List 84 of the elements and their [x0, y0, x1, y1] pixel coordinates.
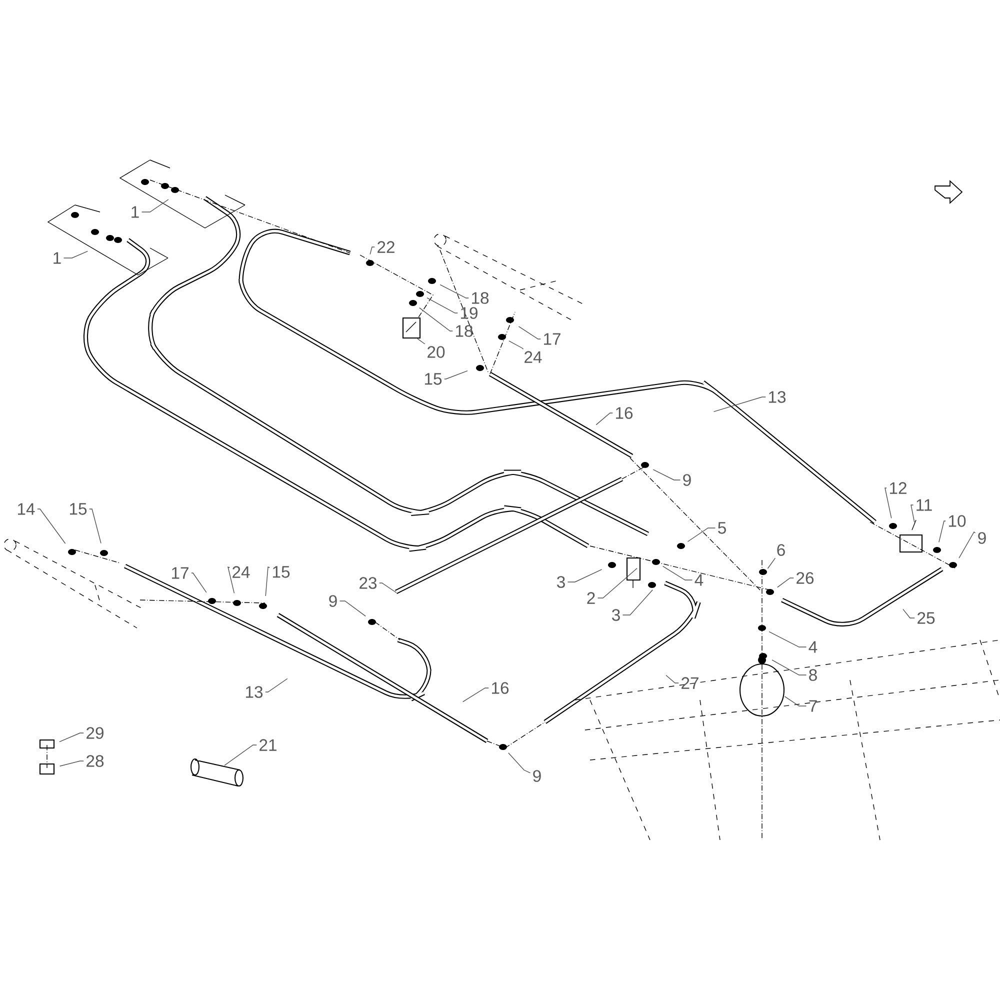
callout-number: 23 [360, 577, 377, 589]
leader-line [622, 590, 653, 616]
leader-line [784, 696, 807, 706]
callout-number: 17 [544, 333, 560, 345]
callout-number: 2 [587, 592, 595, 604]
leader-line [370, 246, 375, 255]
leader-line [63, 250, 88, 258]
leader-line [508, 752, 531, 774]
callout-number: 18 [472, 292, 489, 304]
leader-line [772, 660, 807, 676]
callout-number: 12 [890, 482, 906, 494]
callout-number: 3 [557, 576, 565, 588]
leader-line [767, 558, 776, 569]
callout-number: 1 [54, 252, 61, 264]
callout-number: 17 [172, 567, 188, 579]
callout-number: 4 [694, 574, 704, 586]
leader-line [426, 297, 458, 314]
leader-line [508, 340, 524, 350]
callout-number: 10 [949, 515, 966, 527]
callout-number: 22 [378, 241, 394, 253]
callout-number: 11 [916, 499, 932, 511]
callout-number: 16 [492, 682, 509, 694]
leader-line [652, 469, 681, 480]
leader-line [89, 508, 102, 544]
callout-number: 15 [273, 566, 290, 578]
callout-number: 24 [232, 566, 250, 578]
callout-number: 15 [425, 373, 442, 385]
leader-line [224, 744, 257, 766]
callout-number: 28 [86, 755, 104, 767]
leader-line [141, 199, 169, 212]
callout-number: 8 [809, 669, 817, 681]
leader-line [597, 568, 638, 598]
callout-number: 9 [329, 595, 337, 607]
callout-number: 13 [246, 686, 263, 698]
callout-number: 21 [260, 739, 276, 751]
leader-line [884, 488, 892, 519]
leader-line [444, 370, 468, 380]
callout-number: 9 [978, 532, 986, 544]
leader-line [419, 307, 453, 332]
leader-line [191, 572, 207, 593]
leader-line [462, 688, 489, 702]
leader-line [567, 569, 602, 582]
leader-line [958, 531, 976, 558]
callout-number: 20 [428, 346, 445, 358]
callout-number: 18 [456, 325, 473, 337]
callout-number: 13 [769, 391, 786, 403]
leader-line [777, 578, 794, 588]
leader-line [417, 338, 426, 344]
callout-number: 25 [918, 612, 935, 624]
leader-line [596, 412, 613, 426]
leader-line [687, 528, 716, 542]
callout-number: 3 [612, 609, 620, 621]
leader-line [768, 631, 807, 648]
callout-number: 29 [86, 727, 104, 739]
leader-line [265, 566, 270, 596]
leader-line [938, 520, 946, 543]
leader-line [910, 504, 915, 523]
leader-line [379, 582, 397, 593]
leader-line [59, 760, 84, 766]
callout-number: 1 [132, 206, 139, 218]
leader-line [228, 566, 235, 594]
callout-number: 14 [18, 503, 35, 515]
callout-number: 27 [682, 677, 698, 689]
callout-number: 24 [524, 351, 542, 363]
callout-number: 15 [70, 503, 87, 515]
callout-number: 9 [533, 770, 541, 782]
leader-line [518, 326, 541, 340]
leader-line [902, 608, 915, 618]
leader-line [440, 284, 469, 298]
leader-line [662, 566, 693, 580]
callout-number: 5 [718, 522, 726, 534]
leader-line [265, 678, 288, 692]
callout-number: 9 [683, 474, 691, 486]
leader-line [37, 508, 66, 544]
callout-number: 26 [796, 572, 814, 584]
callout-number: 7 [809, 700, 817, 712]
leader-line [666, 674, 679, 684]
callout-number: 19 [461, 307, 478, 319]
callout-number: 16 [616, 407, 633, 419]
leader-line [713, 396, 766, 412]
callout-number: 6 [777, 544, 785, 556]
leader-line [59, 732, 84, 742]
leader-line [339, 600, 366, 617]
callout-number: 4 [808, 641, 818, 653]
